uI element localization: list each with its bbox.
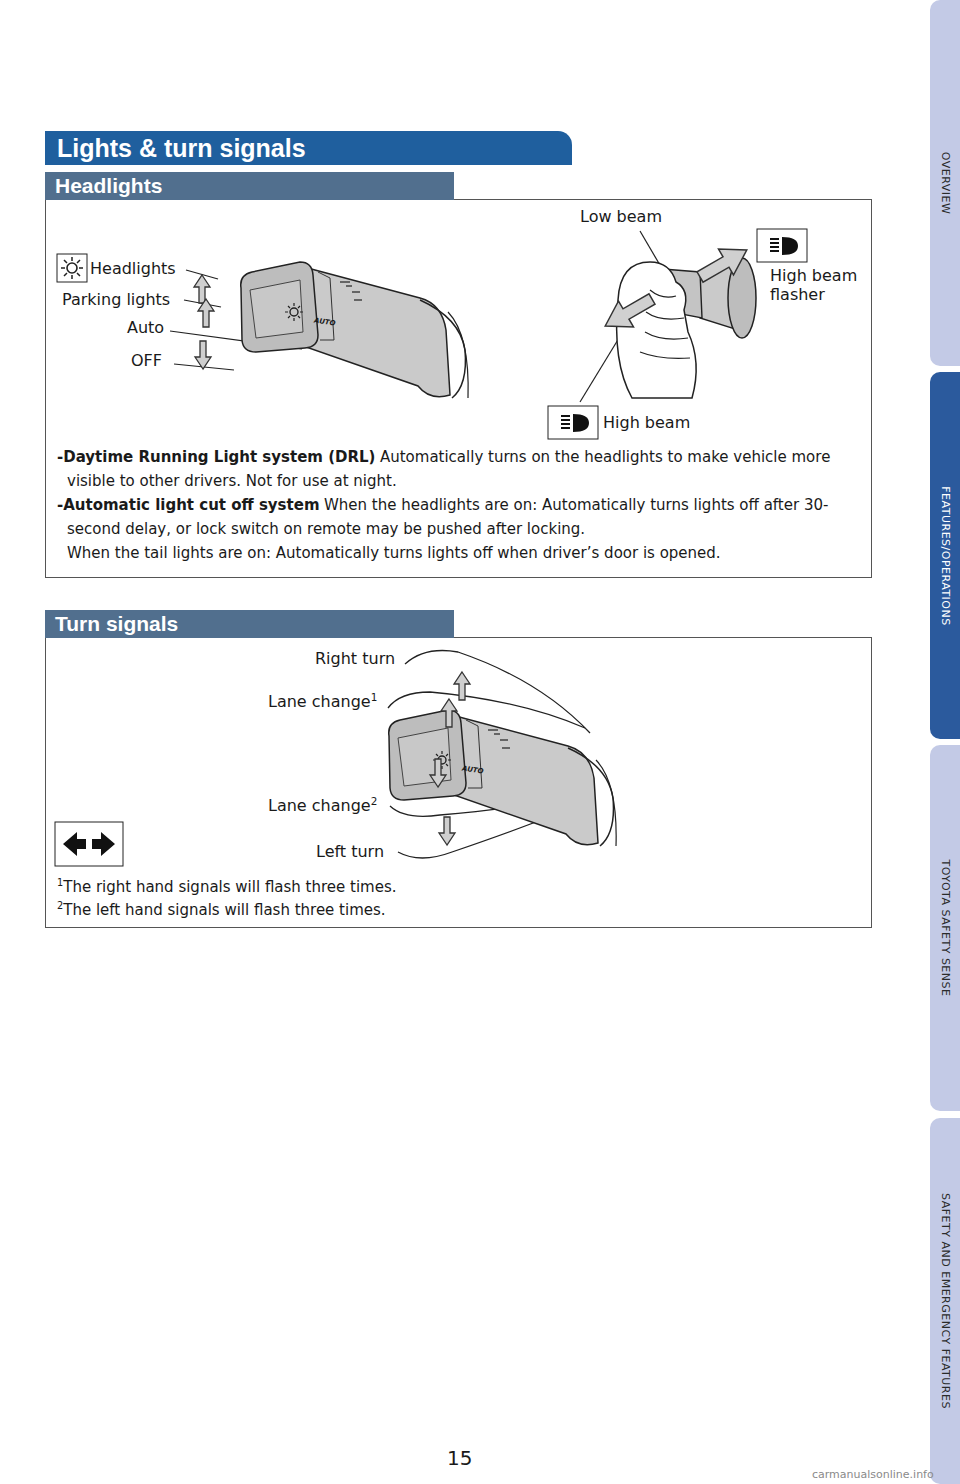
label-text: AUTO	[462, 765, 484, 776]
switch-marking: AUTO	[462, 765, 484, 776]
section-heading-band: Turn signals	[45, 610, 454, 638]
illustration-part	[441, 699, 457, 727]
label-text: AUTO	[314, 317, 336, 328]
illustration-part	[430, 759, 446, 787]
label-text: 15	[447, 1446, 472, 1470]
callout-label: 2The left hand signals will flash three …	[57, 900, 386, 920]
callout-label: 1The right hand signals will flash three…	[57, 877, 397, 897]
callout-label: carmanualsonline.info	[812, 1468, 934, 1481]
illustration-part	[439, 817, 455, 845]
label-text: OFF	[131, 351, 162, 370]
label-text: Left turn	[316, 842, 384, 861]
paragraph: -Daytime Running Light system (DRL)Autom…	[57, 445, 872, 493]
side-tab: FEATURES/OPERATIONS	[930, 372, 960, 739]
footnote-mark: 2	[371, 795, 378, 807]
callout-label: Headlights	[90, 259, 176, 279]
illustration-part	[389, 710, 616, 846]
tab-label: OVERVIEW	[939, 152, 952, 215]
section-heading-band: Headlights	[45, 172, 454, 200]
illustration-part	[92, 832, 115, 856]
bold-term: -Daytime Running Light system (DRL)	[57, 448, 375, 466]
tab-label: SAFETY AND EMERGENCY FEATURES	[939, 1193, 952, 1409]
label-text: Right turn	[315, 649, 395, 668]
label-text: Lane change	[268, 692, 371, 711]
illustration-part	[194, 275, 210, 303]
title-text: Lights & turn signals	[57, 134, 306, 162]
illustration-part	[195, 341, 211, 369]
footnote-mark: 1	[57, 877, 63, 888]
illustration-part	[548, 406, 598, 439]
callout-label: High beam flasher	[770, 266, 870, 304]
callout-label: Low beam	[580, 207, 662, 227]
label-text: The right hand signals will flash three …	[63, 878, 396, 896]
title-bar: Lights & turn signals	[45, 131, 572, 165]
illustration-part	[757, 229, 807, 262]
footnote-mark: 1	[371, 691, 378, 703]
callout-label: OFF	[131, 351, 162, 371]
callout-label: Lane change1	[268, 692, 377, 712]
illustration-part	[57, 254, 87, 282]
illustration-part	[693, 237, 755, 290]
illustration-part	[617, 262, 697, 398]
paragraph: -Automatic light cut off systemWhen the …	[57, 493, 872, 541]
tab-label: FEATURES/OPERATIONS	[939, 486, 952, 625]
switch-marking: AUTO	[314, 317, 336, 328]
side-tab: OVERVIEW	[930, 0, 960, 366]
label-text: Auto	[127, 318, 164, 337]
label-text: Lane change	[268, 796, 371, 815]
callout-label: Lane change2	[268, 796, 377, 816]
illustration-part	[561, 414, 589, 432]
callout-label: High beam	[603, 413, 690, 433]
label-text: When the tail lights are on: Automatical…	[67, 544, 721, 562]
callout-label: When the tail lights are on: Automatical…	[67, 541, 872, 565]
illustration-part	[67, 263, 77, 273]
label-text: carmanualsonline.info	[812, 1468, 934, 1481]
illustration-part	[770, 237, 798, 255]
side-tab: TOYOTA SAFETY SENSE	[930, 745, 960, 1111]
tab-label: TOYOTA SAFETY SENSE	[939, 860, 952, 997]
illustration-part	[55, 822, 123, 866]
illustration-part	[454, 672, 470, 700]
section-heading: Turn signals	[55, 612, 178, 635]
illustration-part	[198, 299, 214, 327]
label-text: High beam	[603, 413, 690, 432]
illustration-part	[241, 262, 468, 398]
label-text: Headlights	[90, 259, 176, 278]
label-text: Parking lights	[62, 290, 170, 309]
illustration-part	[63, 832, 86, 856]
section-heading: Headlights	[55, 174, 162, 197]
side-tab: SAFETY AND EMERGENCY FEATURES	[930, 1118, 960, 1484]
label-text: High beam flasher	[770, 266, 857, 304]
callout-label: 15	[447, 1446, 472, 1470]
illustration-part	[61, 257, 83, 279]
callout-label: Auto	[127, 318, 164, 338]
label-text: Low beam	[580, 207, 662, 226]
callout-label: Left turn	[316, 842, 384, 862]
label-text: The left hand signals will flash three t…	[63, 901, 385, 919]
bold-term: -Automatic light cut off system	[57, 496, 320, 514]
callout-label: Parking lights	[62, 290, 170, 310]
callout-label: Right turn	[315, 649, 395, 669]
illustration-part	[598, 286, 660, 339]
footnote-mark: 2	[57, 900, 63, 911]
